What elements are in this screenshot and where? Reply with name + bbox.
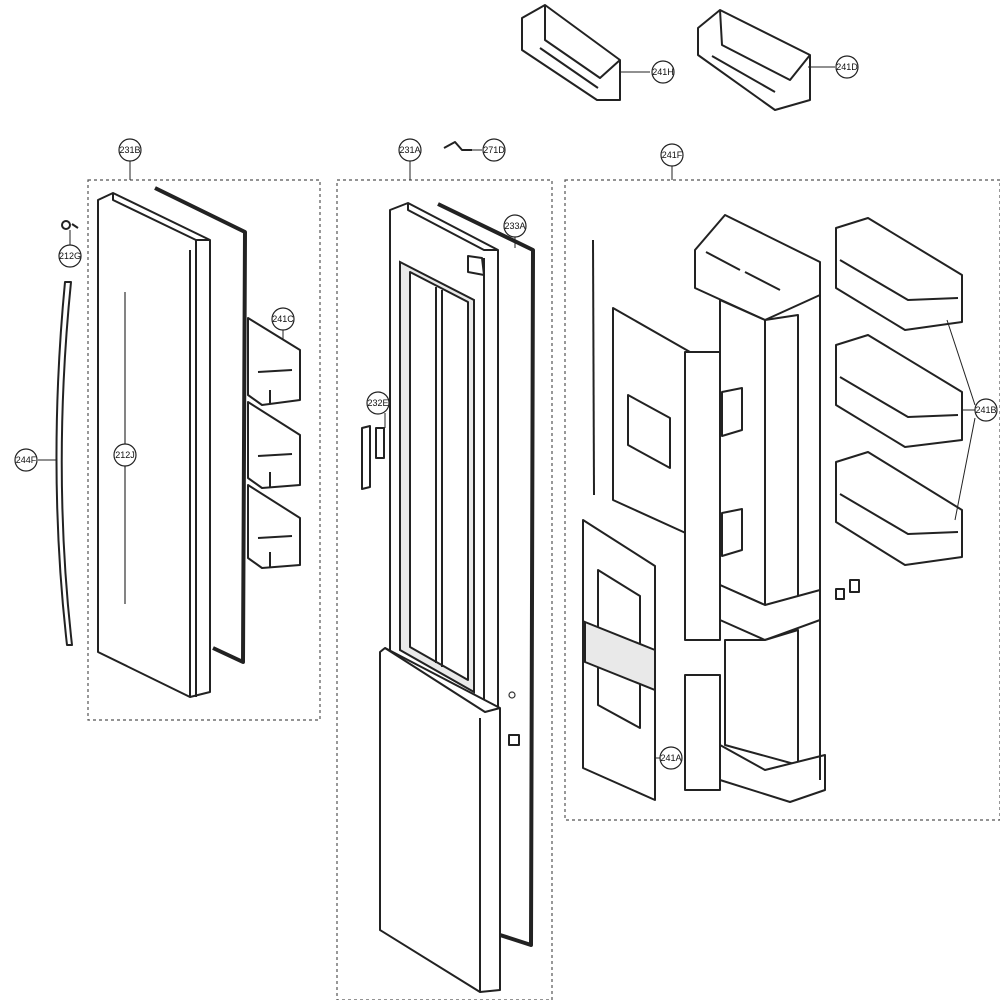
liner-shelf-frame xyxy=(684,214,826,803)
callout-231B-label: 231B xyxy=(119,145,140,155)
door-gasket-center xyxy=(437,202,535,947)
callout-212G: 212G xyxy=(58,244,82,268)
callout-271D-label: 271D xyxy=(483,145,505,155)
callout-233A: 233A xyxy=(503,214,527,238)
liner-rod xyxy=(592,239,595,496)
callout-233A-label: 233A xyxy=(504,221,525,231)
callout-241H: 241H xyxy=(651,60,675,84)
callout-241C: 241C xyxy=(271,307,295,331)
left-door-panel-231B xyxy=(97,192,211,698)
callout-241B: 241B xyxy=(974,398,998,422)
callout-241D: 241D xyxy=(835,55,859,79)
callout-244F-label: 244F xyxy=(16,455,37,465)
screw-212G xyxy=(61,220,79,230)
center-door-lower-panel xyxy=(379,647,520,993)
callout-241F-label: 241F xyxy=(662,150,683,160)
callout-241A-label: 241A xyxy=(660,753,681,763)
door-gasket-left xyxy=(154,186,247,664)
door-bin-241D xyxy=(697,9,811,111)
group-box-center-door xyxy=(336,179,553,1000)
door-bins-241C xyxy=(247,317,301,569)
callout-241B-label: 241B xyxy=(975,405,996,415)
door-bin-241H xyxy=(521,4,621,101)
callout-212J: 212J xyxy=(113,443,137,467)
callout-241F: 241F xyxy=(660,143,684,167)
callout-232E-label: 232E xyxy=(367,398,388,408)
hinge-cable-271D xyxy=(443,141,472,151)
callout-231A: 231A xyxy=(398,138,422,162)
callout-271D: 271D xyxy=(482,138,506,162)
group-box-left-door xyxy=(87,179,321,721)
callout-212G-label: 212G xyxy=(59,251,81,261)
callout-241D-label: 241D xyxy=(836,62,858,72)
callout-244F: 244F xyxy=(14,448,38,472)
callout-241C-label: 241C xyxy=(272,314,294,324)
center-door-frame-231A xyxy=(389,202,499,716)
door-bins-241B xyxy=(835,217,963,566)
group-box-door-liner xyxy=(564,179,1000,821)
liner-cover-241A xyxy=(582,519,656,801)
callout-241H-label: 241H xyxy=(652,67,674,77)
inner-liner-panel xyxy=(612,307,721,641)
callout-231B: 231B xyxy=(118,138,142,162)
callout-232E: 232E xyxy=(366,391,390,415)
callout-212J-label: 212J xyxy=(115,450,135,460)
hinge-232E xyxy=(361,425,385,490)
callout-231A-label: 231A xyxy=(399,145,420,155)
door-handle-244F xyxy=(55,281,73,646)
clips xyxy=(835,579,860,600)
callout-241A: 241A xyxy=(659,746,683,770)
